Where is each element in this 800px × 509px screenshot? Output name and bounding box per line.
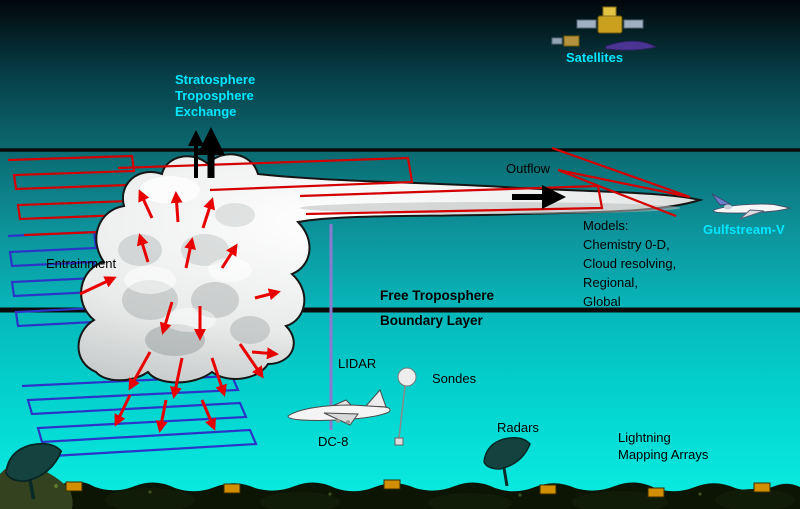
- radar-dish-icon: [483, 437, 531, 487]
- label-satellites: Satellites: [566, 50, 624, 65]
- label-free-troposphere: Free Troposphere: [380, 288, 495, 303]
- label-models: Models: Chemistry 0-D, Cloud resolving, …: [583, 218, 677, 309]
- satellite-icon: [551, 6, 658, 51]
- entrainment-arrow: [79, 276, 117, 296]
- red-flight-track-anvil-2: [299, 184, 604, 216]
- gulfstream-aircraft-icon: [711, 193, 792, 220]
- cloud-highlight: [164, 308, 216, 332]
- cloud-shading: [191, 282, 239, 318]
- blue-flight-track-boundary-layer: [21, 374, 258, 458]
- label-sondes: Sondes: [432, 371, 477, 386]
- anvil-underside-shading: [300, 202, 680, 214]
- downdraft-arrows: [114, 301, 264, 433]
- label-lidar: LIDAR: [338, 356, 377, 371]
- red-flight-track-anvil-1: [117, 156, 414, 192]
- sonde-balloon-icon: [394, 367, 417, 446]
- label-outflow: Outflow: [506, 161, 551, 176]
- cloud-shading: [118, 234, 162, 266]
- label-stratosphere-troposphere-exchange: Stratosphere Troposphere Exchange: [175, 72, 256, 119]
- blue-flight-track-entrainment: [7, 230, 98, 328]
- cloud-highlight: [124, 266, 176, 294]
- label-gulfstream-v: Gulfstream-V: [703, 222, 785, 237]
- label-lightning-mapping-arrays: Lightning Mapping Arrays: [618, 430, 709, 462]
- cloud-shading: [230, 316, 270, 344]
- radar-dish-icon: [5, 442, 63, 500]
- cloud-highlight: [140, 176, 200, 204]
- ground-instrument-icon: [65, 479, 771, 498]
- label-entrainment: Entrainment: [46, 256, 117, 271]
- label-boundary-layer: Boundary Layer: [380, 313, 483, 328]
- red-flight-track-anvil-tip: [551, 146, 691, 218]
- cloud-shading: [215, 203, 255, 227]
- cloud-highlight: [208, 258, 252, 282]
- label-dc8: DC-8: [318, 434, 349, 449]
- dc8-aircraft-icon: [287, 389, 391, 426]
- label-radars: Radars: [497, 420, 539, 435]
- updraft-arrows: [136, 189, 281, 360]
